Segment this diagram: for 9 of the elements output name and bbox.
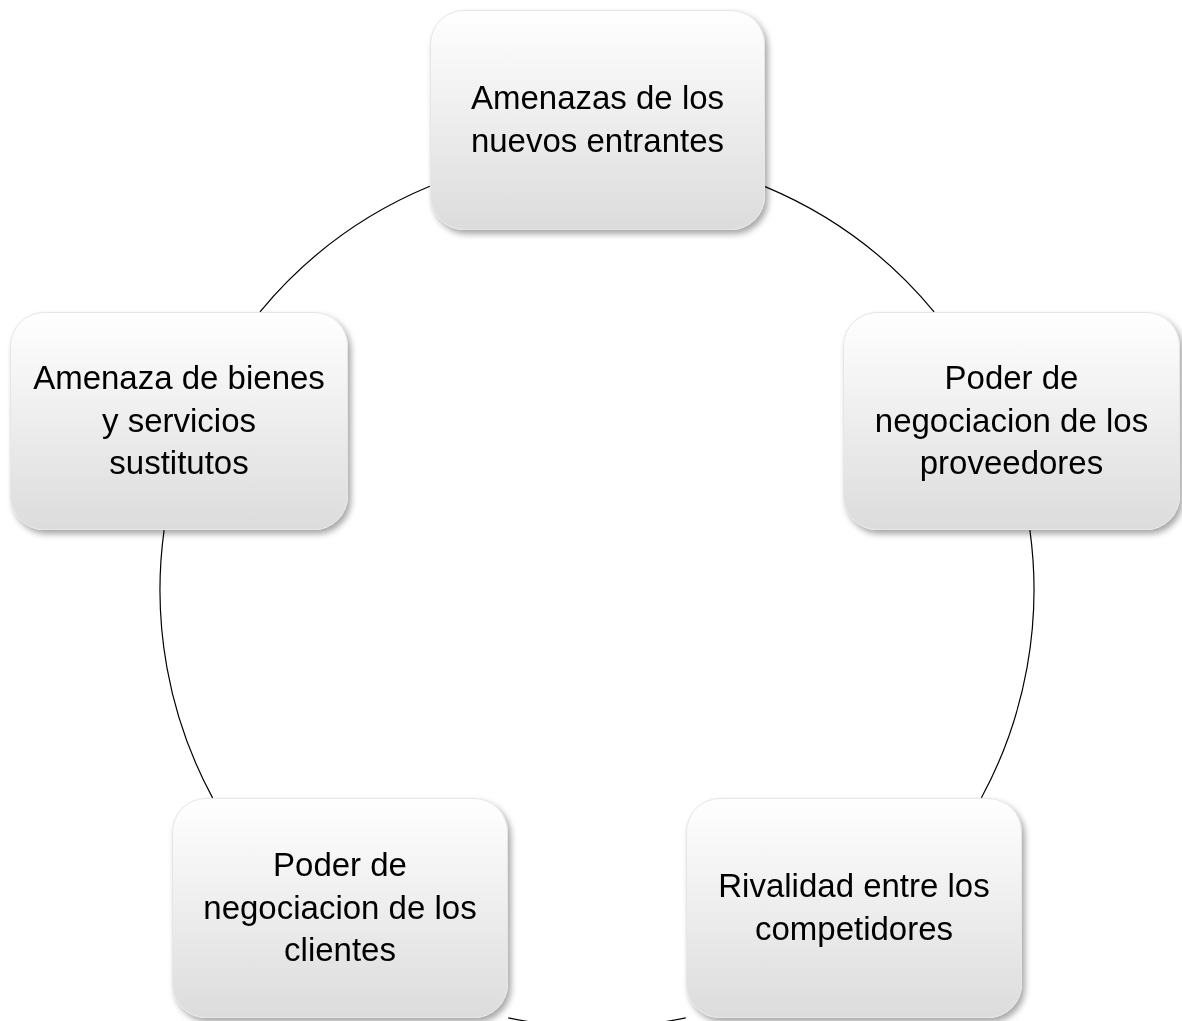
- connector-arc: [159, 529, 214, 799]
- connector-arc: [980, 529, 1035, 799]
- force-box: Rivalidad entre los competidores: [686, 798, 1022, 1018]
- force-box: Amenazas de los nuevos entrantes: [430, 10, 765, 230]
- force-box: Poder de negociacion de los clientes: [172, 798, 508, 1018]
- force-box: Poder de negociacion de los proveedores: [843, 312, 1180, 530]
- force-box: Amenaza de bienes y servicios sustitutos: [10, 312, 348, 530]
- connector-arc: [764, 186, 935, 313]
- connector-arc: [259, 185, 431, 313]
